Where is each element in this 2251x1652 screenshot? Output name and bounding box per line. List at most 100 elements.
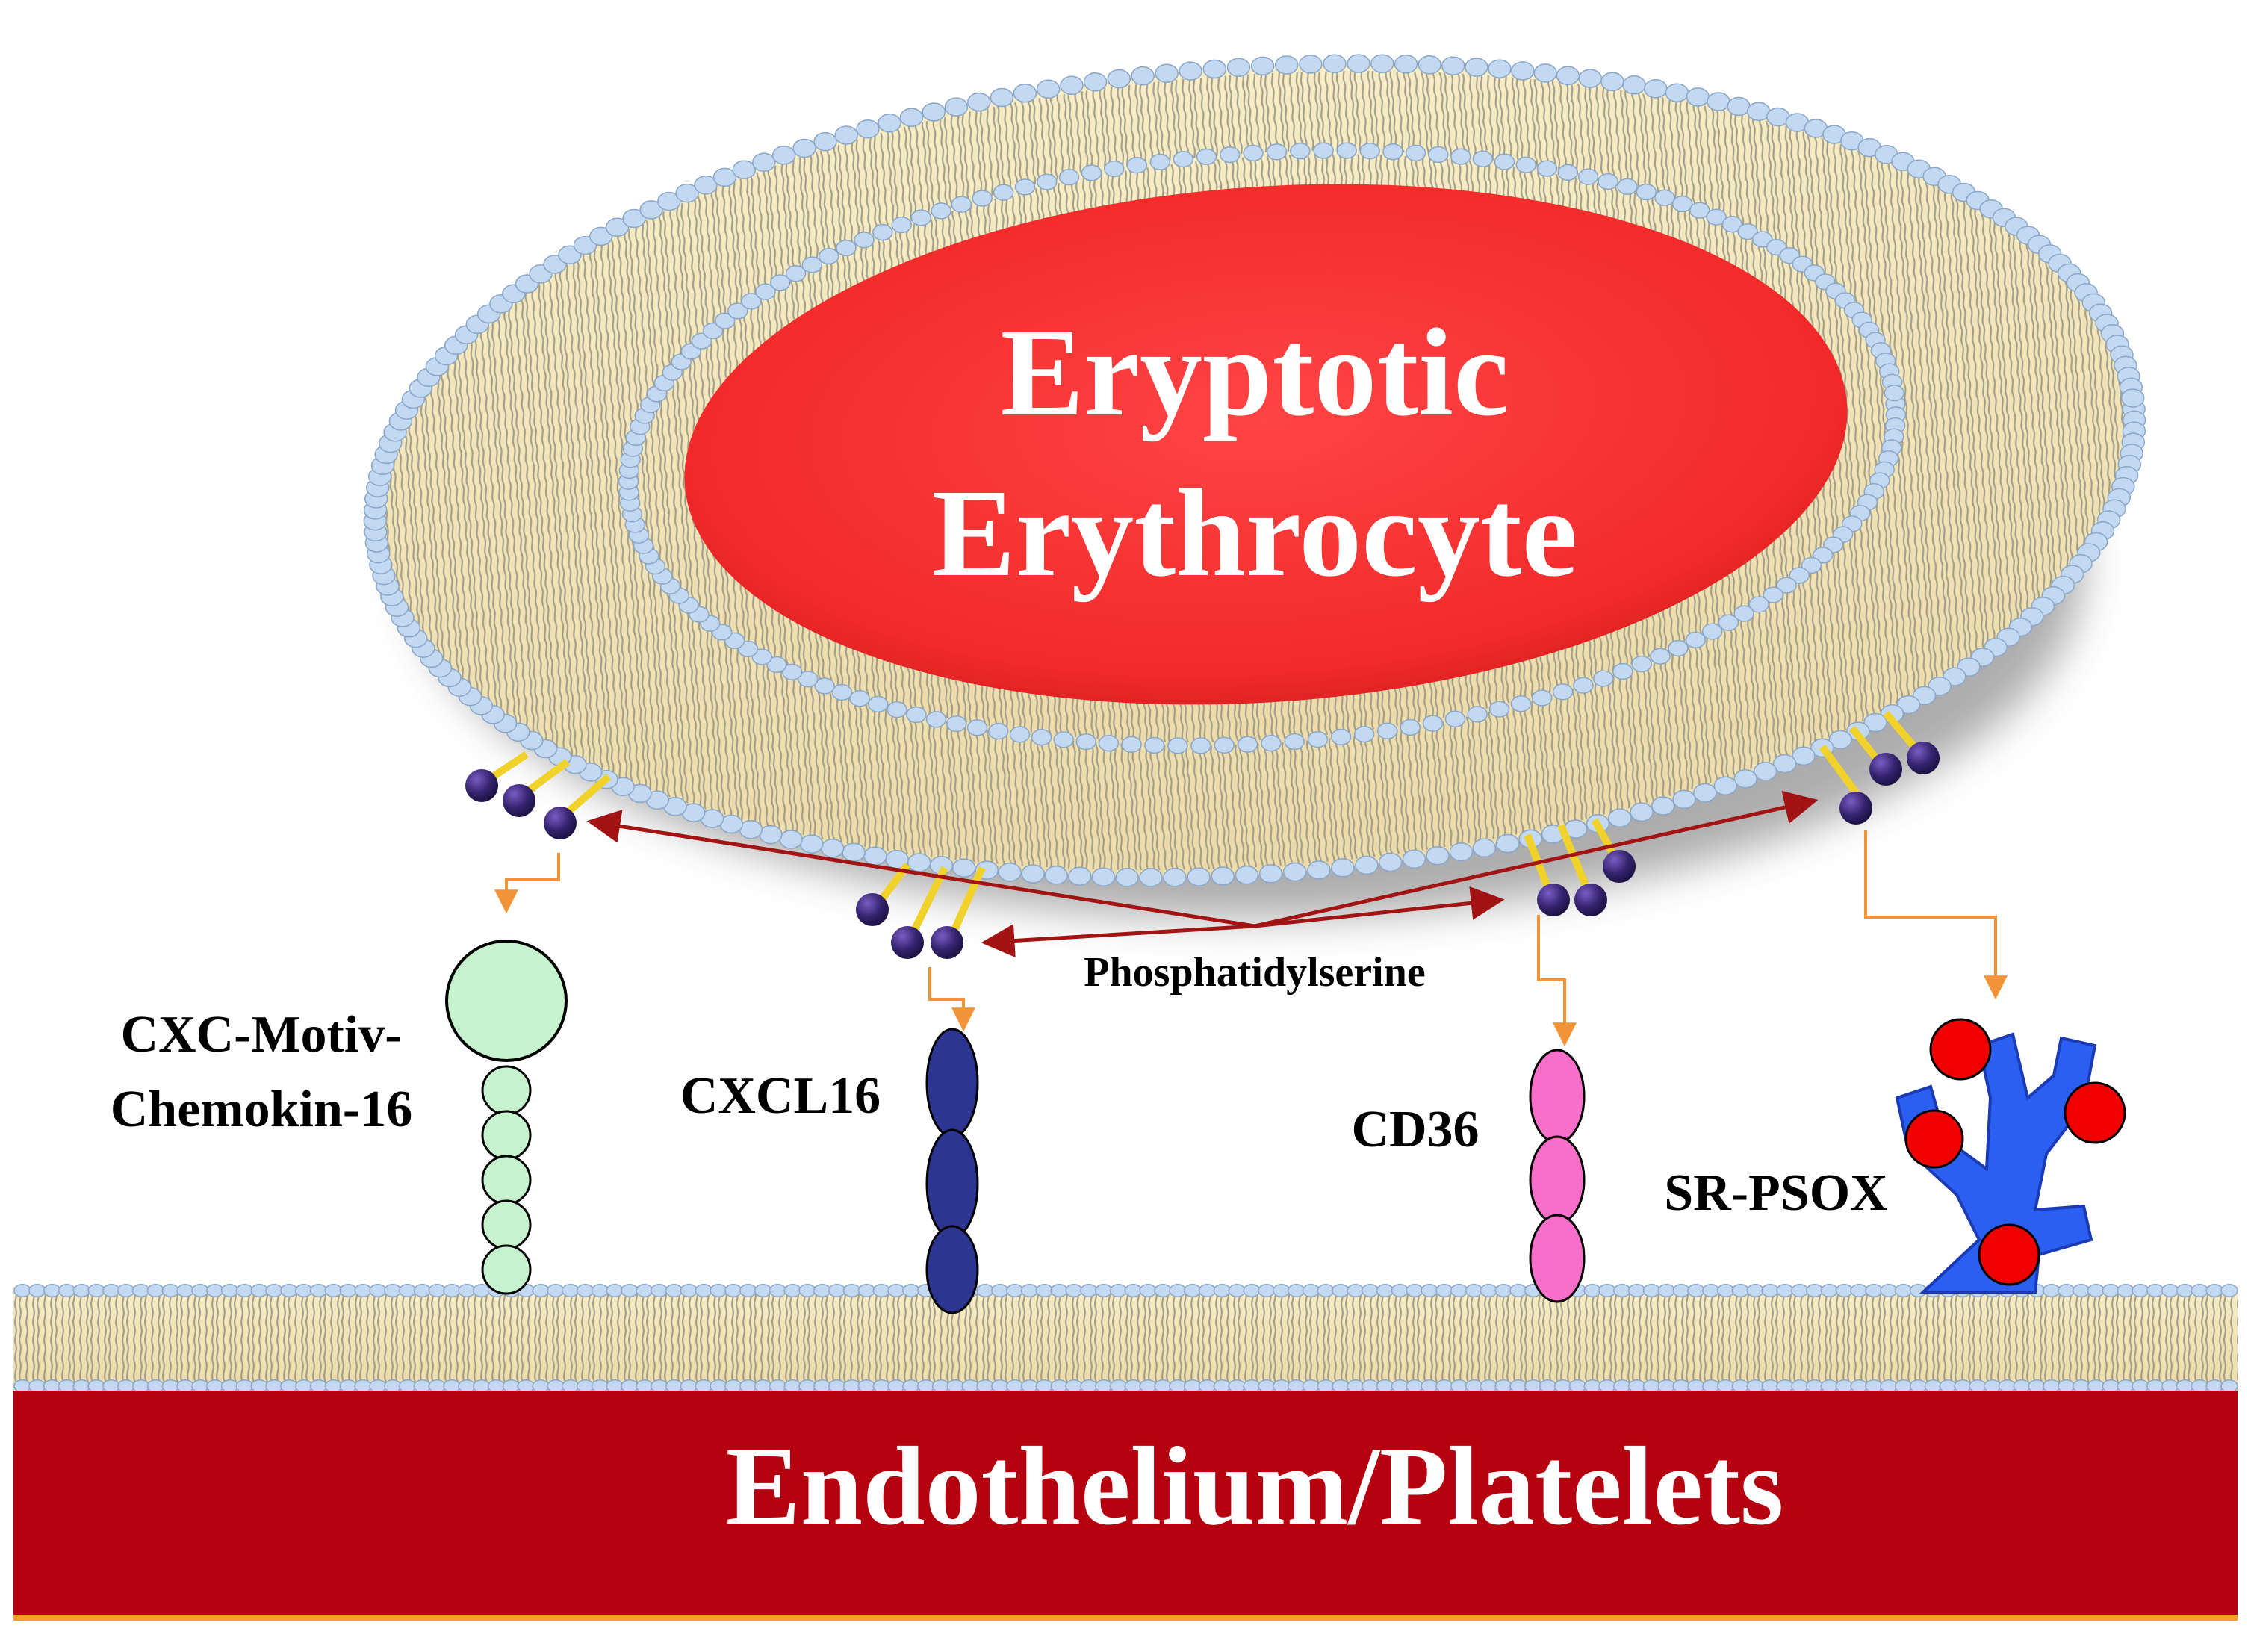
inner-lipid-heads — [618, 142, 1907, 754]
ps-cluster-2 — [856, 863, 986, 959]
lipid-head — [458, 1379, 476, 1393]
lipid-head — [1689, 202, 1710, 219]
lipid-head — [413, 1284, 432, 1297]
lipid-head — [907, 853, 931, 872]
lipid-head — [976, 1379, 994, 1393]
lipid-head — [1107, 69, 1131, 89]
cxcl16-segment — [925, 1028, 979, 1138]
lipid-head — [1568, 1379, 1587, 1393]
lipid-head — [324, 1284, 343, 1297]
lipid-head — [1213, 1284, 1232, 1297]
lipid-head — [1617, 178, 1638, 195]
lipid-head — [220, 1284, 239, 1297]
lipid-head — [813, 1379, 831, 1393]
lipid-head — [1009, 726, 1031, 743]
lipid-head — [2146, 1379, 2164, 1393]
cd36-segment — [1529, 1135, 1586, 1225]
lipid-head — [1081, 164, 1102, 181]
lipid-head — [2191, 1284, 2209, 1297]
lipid-head — [828, 1379, 846, 1393]
lipid-head — [1421, 1379, 1438, 1393]
ps-molecule — [1603, 850, 1636, 883]
lipid-head — [398, 1379, 417, 1393]
lipid-head — [339, 1379, 358, 1393]
lipid-head — [1014, 178, 1036, 196]
lipid-head — [1884, 385, 1905, 402]
lipid-head — [1075, 733, 1096, 751]
lipid-head — [1707, 92, 1730, 111]
lipid-head — [694, 176, 718, 195]
lipid-head — [1272, 1379, 1291, 1393]
lipid-head — [428, 1284, 447, 1297]
lipid-head — [1361, 1284, 1379, 1297]
ps-molecule — [1907, 742, 1940, 774]
lipid-head — [1583, 1284, 1601, 1297]
lipid-head — [1243, 1284, 1261, 1297]
lipid-head — [680, 1379, 698, 1393]
lipid-head — [487, 1379, 506, 1393]
lipid-head — [783, 1284, 802, 1297]
lipid-head — [443, 1284, 461, 1297]
lipid-head — [1761, 1284, 1779, 1297]
lipid-head — [799, 834, 824, 854]
lipid-head — [1896, 695, 1921, 715]
lipid-head — [1998, 1379, 2016, 1393]
lipid-head — [769, 1284, 787, 1297]
cell-title-line2: Erythrocyte — [932, 464, 1578, 603]
lipid-head — [1139, 868, 1163, 887]
lipid-head — [1556, 66, 1580, 86]
endothelium-membrane: Endothelium/Platelets — [13, 1284, 2238, 1621]
endothelium-bottom-edge — [13, 1615, 2238, 1621]
lipid-head — [952, 858, 976, 878]
lipid-head — [1753, 762, 1777, 781]
lipid-head — [2220, 1284, 2238, 1297]
lipid-head — [87, 1284, 105, 1297]
lipid-head — [1805, 1379, 1824, 1393]
ps-molecule — [1839, 792, 1872, 825]
lipid-head — [636, 1379, 653, 1393]
lipid-head — [1050, 1379, 1069, 1393]
lipid-head — [1031, 729, 1052, 746]
lipid-head — [1183, 1284, 1202, 1297]
lipid-head — [695, 1379, 713, 1393]
lipid-head — [1287, 1379, 1305, 1393]
lipid-head — [1274, 55, 1299, 75]
lipid-head — [176, 1379, 194, 1393]
lipid-head — [2205, 1284, 2223, 1297]
lipid-head — [813, 1284, 831, 1297]
lipid-head — [1169, 1379, 1187, 1393]
lipid-head — [1685, 631, 1707, 649]
lipid-head — [2102, 1379, 2120, 1393]
lipid-head — [1435, 1284, 1453, 1297]
lipid-head — [1894, 1284, 1913, 1297]
lipid-head — [1330, 728, 1352, 746]
lipid-head — [1126, 157, 1148, 174]
lipid-head — [384, 1379, 402, 1393]
lipid-head — [1347, 1284, 1364, 1297]
lipid-head — [1250, 56, 1275, 76]
lipid-head — [1006, 1379, 1024, 1393]
ps-molecule — [503, 784, 535, 817]
chemokine-head — [445, 940, 568, 1062]
lipid-head — [887, 1379, 905, 1393]
lipid-head — [146, 1284, 165, 1297]
lipid-head — [161, 1379, 180, 1393]
lipid-head — [1650, 648, 1671, 665]
lipid-head — [2205, 1379, 2223, 1393]
lipid-head — [1776, 577, 1797, 594]
lipid-head — [2117, 1379, 2134, 1393]
lipid-head — [1109, 1284, 1128, 1297]
lipid-head — [1302, 1379, 1320, 1393]
lipid-head — [1155, 63, 1179, 83]
lipid-head — [250, 1284, 269, 1297]
lipid-head — [1577, 168, 1599, 185]
lipid-head — [102, 1379, 120, 1393]
lipid-head — [369, 1379, 387, 1393]
sr-psox-bead — [1929, 1018, 1992, 1081]
lipid-head — [1598, 1284, 1616, 1297]
lipid-head — [1235, 865, 1259, 885]
lipid-head — [87, 1379, 105, 1393]
lipid-head — [1428, 146, 1449, 164]
lipid-head — [58, 1379, 76, 1393]
lipid-head — [28, 1284, 46, 1297]
